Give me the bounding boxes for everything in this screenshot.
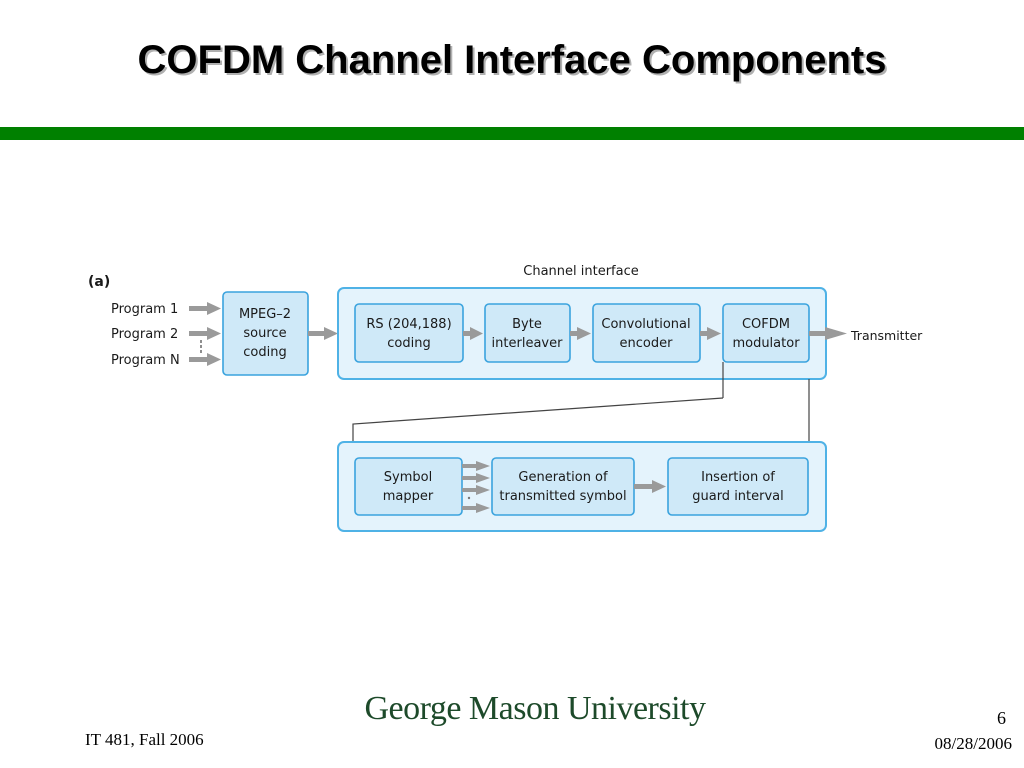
input-program-1: Program 1 xyxy=(111,302,178,317)
arrow-conv-to-cofdm xyxy=(707,327,721,340)
insertion-label-line2: guard interval xyxy=(692,489,784,504)
input-arrows xyxy=(189,302,221,366)
byte-label-line1: Byte xyxy=(512,317,542,332)
conv-label-line1: Convolutional xyxy=(601,317,690,332)
generation-label-line1: Generation of xyxy=(518,470,608,485)
course-label: IT 481, Fall 2006 xyxy=(85,730,204,749)
symbol-label-line2: mapper xyxy=(383,489,434,504)
arrow-to-transmitter xyxy=(825,327,847,340)
symbol-label-line1: Symbol xyxy=(384,470,432,485)
generation-transmitted-symbol-block xyxy=(491,457,635,516)
connector-expand-left xyxy=(352,397,724,442)
transmitter-label: Transmitter xyxy=(850,328,923,343)
insertion-guard-interval-block xyxy=(667,457,809,516)
arrow-generation-to-insertion xyxy=(652,480,666,493)
cofdm-label-line2: modulator xyxy=(732,336,800,351)
rs-label-line1: RS (204,188) xyxy=(366,317,451,332)
input-program-2: Program 2 xyxy=(111,327,178,342)
title-divider-bar xyxy=(0,127,1024,140)
university-logo-text: George Mason University xyxy=(364,690,706,727)
byte-interleaver-block xyxy=(484,303,571,363)
cofdm-modulator-block xyxy=(722,303,810,363)
arrow-rs-to-byte xyxy=(470,327,483,340)
arrows-symbol-to-generation xyxy=(462,461,490,513)
channel-interface-label: Channel interface xyxy=(523,264,638,279)
conv-label-line2: encoder xyxy=(620,336,674,351)
panel-label: (a) xyxy=(88,274,110,290)
insertion-label-line1: Insertion of xyxy=(701,470,775,485)
slide-title: COFDM Channel Interface Components xyxy=(137,38,887,82)
mpeg2-label-line1: MPEG–2 xyxy=(239,307,291,322)
byte-label-line2: interleaver xyxy=(492,336,564,351)
rs-coding-block xyxy=(354,303,464,363)
cofdm-label-line1: COFDM xyxy=(742,317,790,332)
arrow-mpeg-to-channel xyxy=(324,327,338,340)
symbol-mapper-block xyxy=(354,457,463,516)
page-number: 6 xyxy=(997,708,1006,728)
arrow-byte-to-conv xyxy=(577,327,591,340)
mpeg2-label-line2: source xyxy=(243,326,286,341)
convolutional-encoder-block xyxy=(592,303,701,363)
input-program-n: Program N xyxy=(111,353,180,368)
mpeg2-label-line3: coding xyxy=(243,345,286,360)
rs-label-line2: coding xyxy=(387,336,430,351)
slide-date: 08/28/2006 xyxy=(934,734,1012,753)
generation-label-line2: transmitted symbol xyxy=(499,489,626,504)
